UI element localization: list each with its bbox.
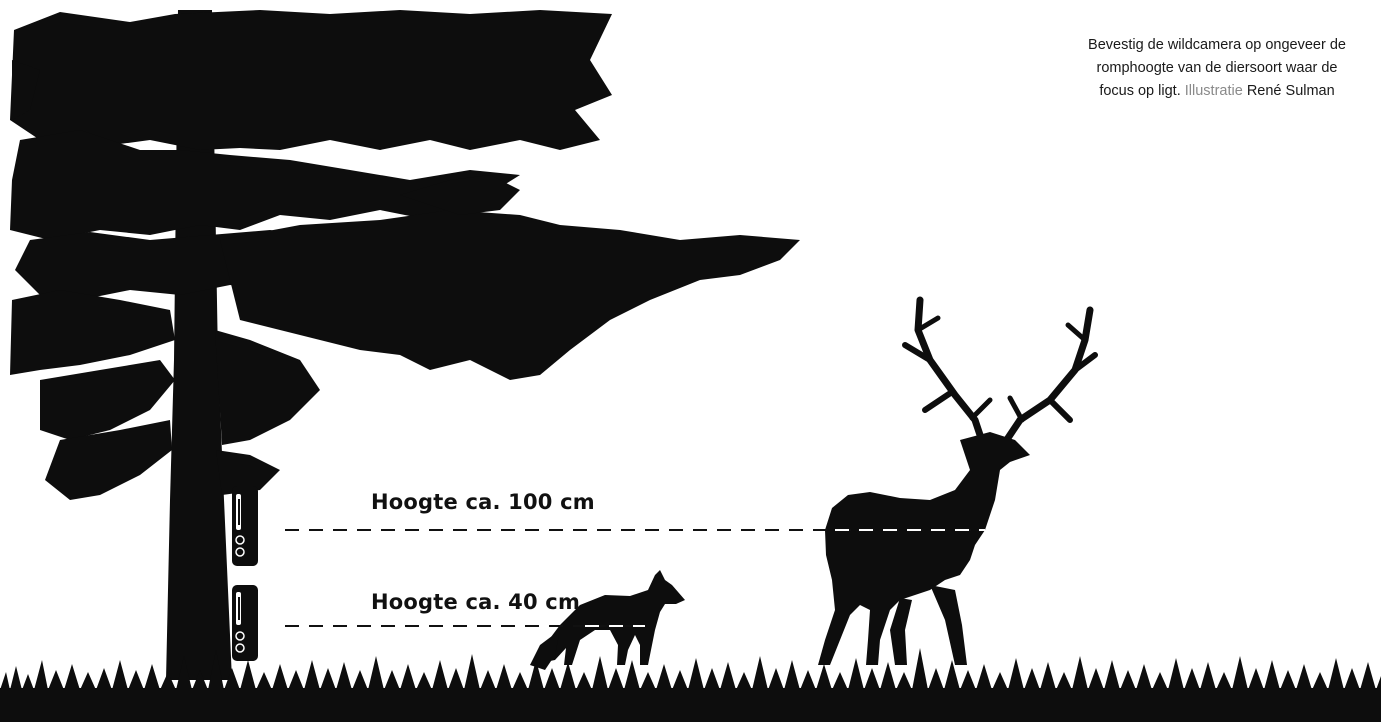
- trail-camera-low-icon: [232, 585, 258, 661]
- caption-line-2: romphoogte van de diersoort waar de: [1047, 57, 1381, 80]
- height-label-100cm: Hoogte ca. 100 cm: [371, 490, 595, 514]
- caption-line-3-text: focus op ligt.: [1099, 83, 1180, 99]
- caption-line-1: Bevestig de wildcamera op ongeveer de: [1047, 34, 1381, 57]
- trail-camera-high-icon: [232, 486, 258, 566]
- fox-icon: [530, 570, 685, 670]
- caption-line-3: focus op ligt. Illustratie René Sulman: [1047, 80, 1381, 103]
- caption-credit-name: René Sulman: [1247, 83, 1335, 99]
- deer-stag-icon: [818, 300, 1095, 665]
- figure-caption: Bevestig de wildcamera op ongeveer de ro…: [1047, 34, 1381, 103]
- height-label-40cm: Hoogte ca. 40 cm: [371, 590, 580, 614]
- pine-tree-icon: [10, 10, 800, 680]
- caption-credit-label: Illustratie: [1185, 83, 1243, 99]
